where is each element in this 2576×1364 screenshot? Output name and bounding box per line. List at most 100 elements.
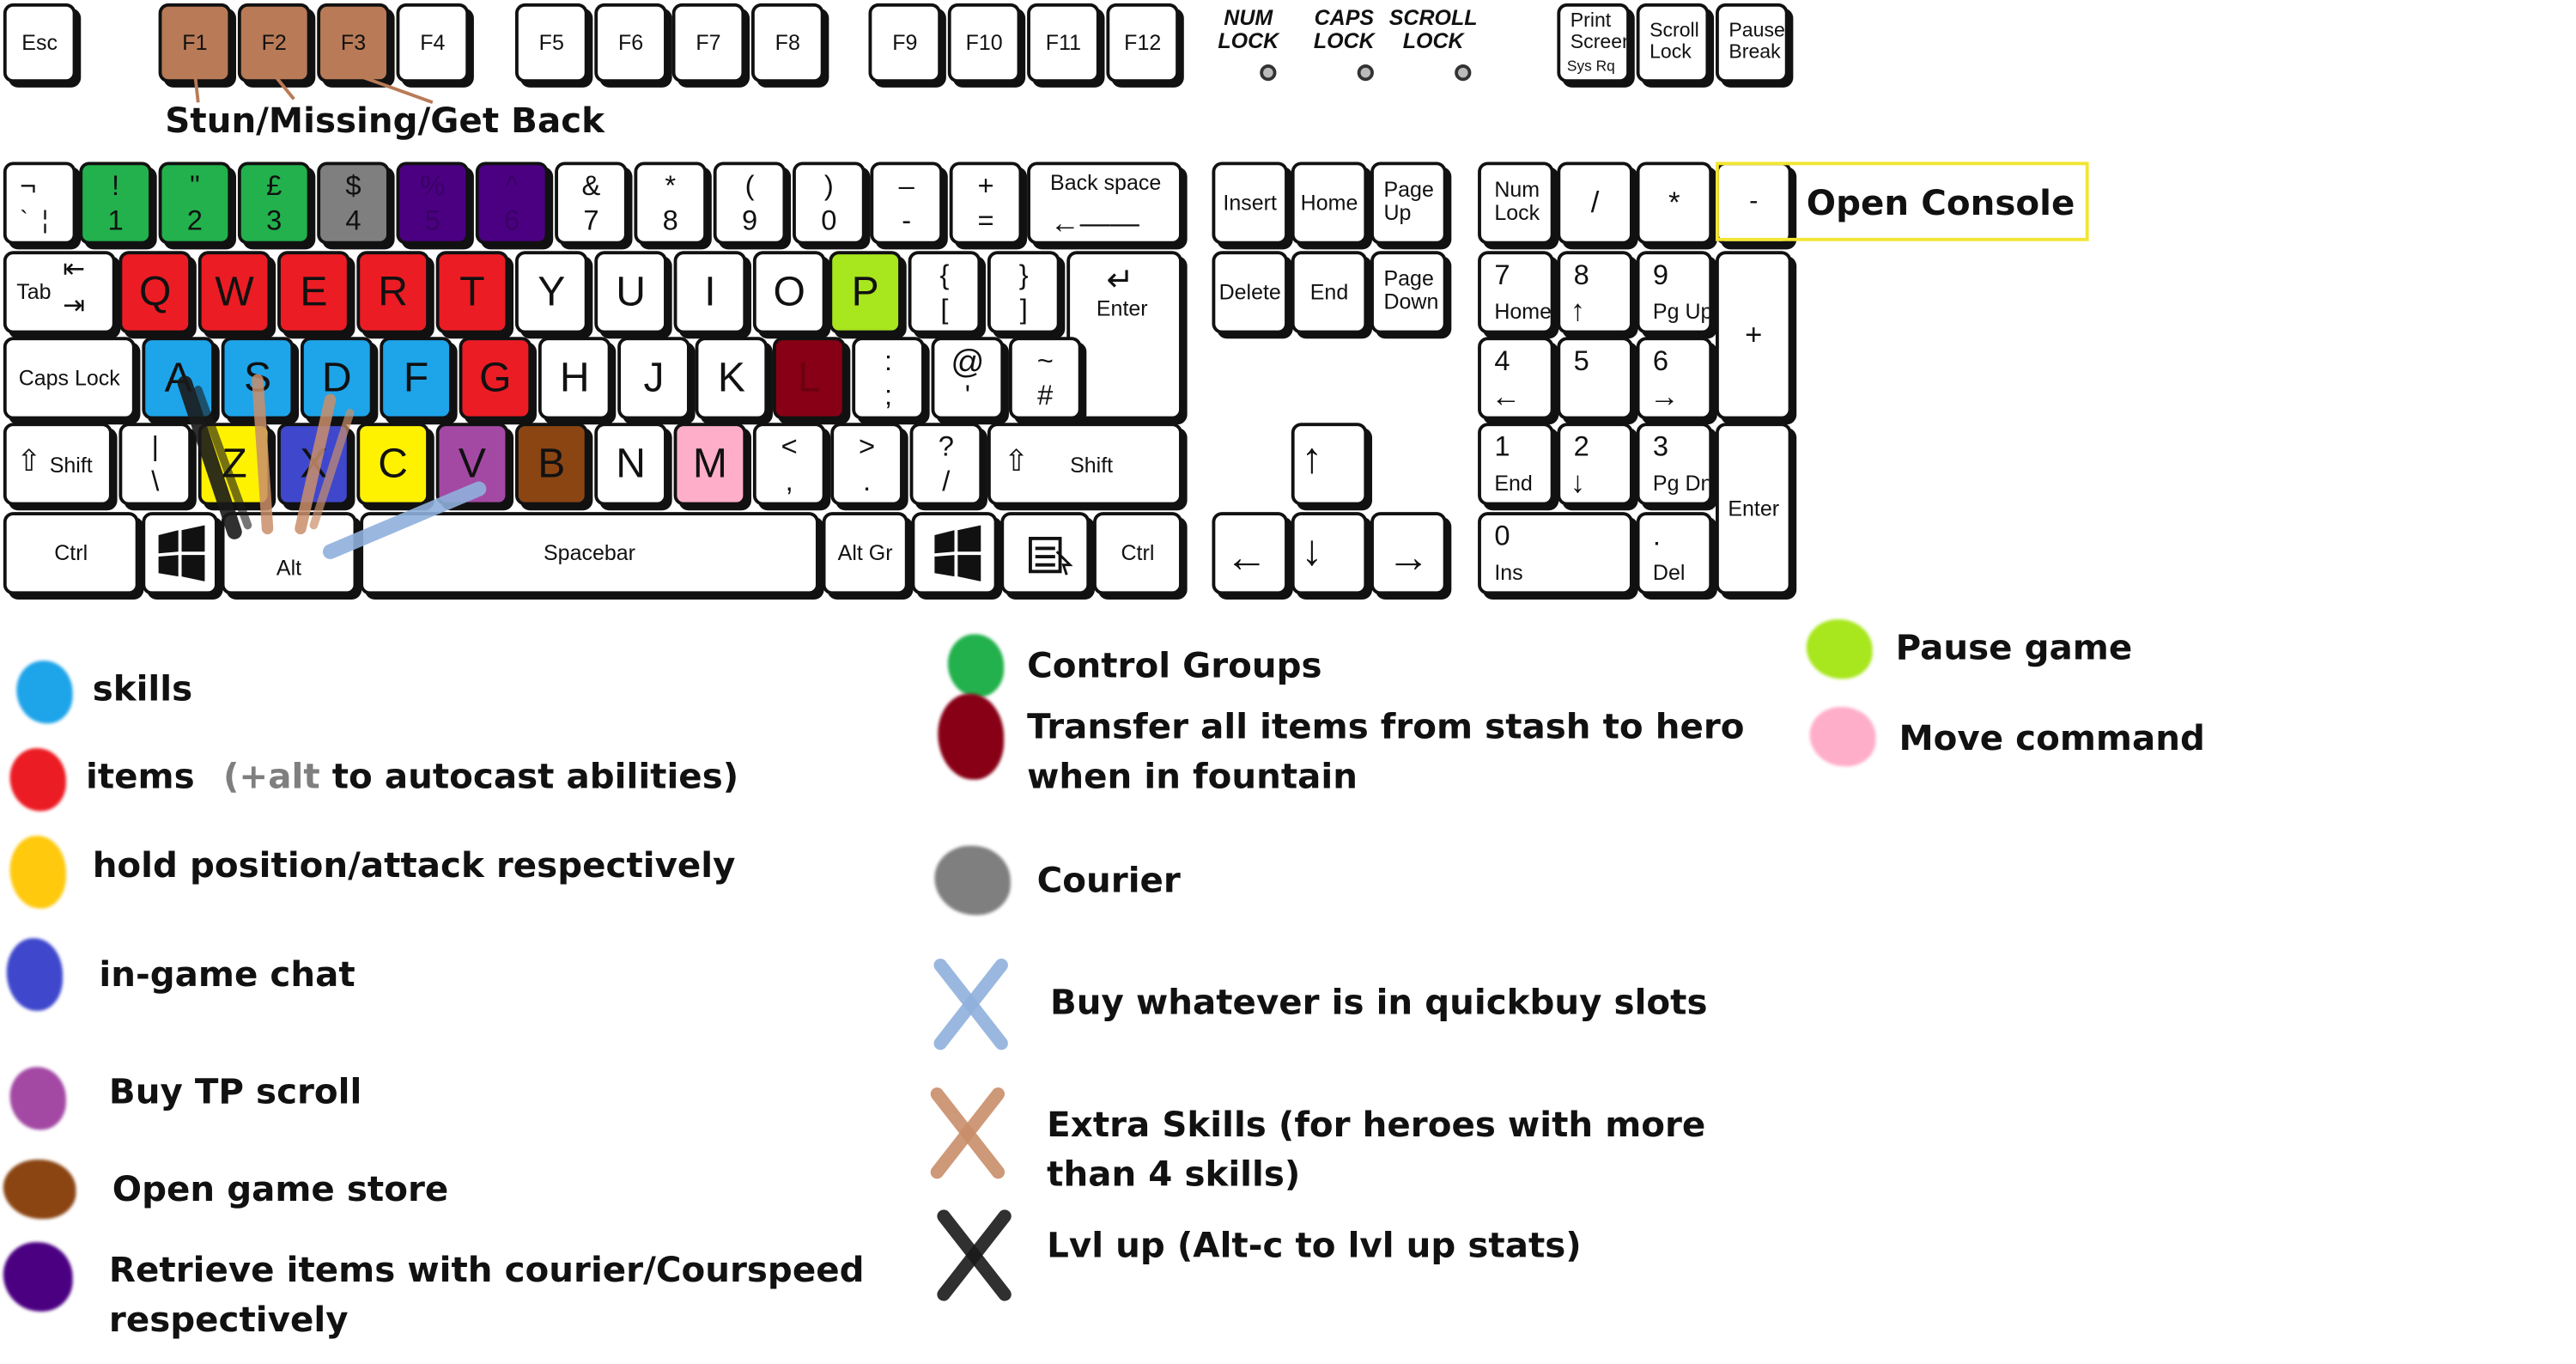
key-label: 8 (662, 204, 678, 237)
key-left-windows (142, 512, 218, 595)
key-label: A (164, 355, 192, 402)
key-label: 2 (186, 204, 204, 237)
key-shift-label: < (781, 430, 798, 463)
key-arrow-left: ← (1212, 512, 1288, 595)
num-lock-led (1260, 64, 1277, 82)
key-9: (9 (713, 161, 787, 245)
key-label: = (977, 204, 994, 237)
legend-swatch-chat (6, 938, 64, 1011)
legend-label-move: Move command (1899, 718, 2205, 758)
key-f12: F12 (1106, 3, 1180, 83)
key-label: / (1590, 186, 1600, 219)
key-numpad-4: 4← (1478, 337, 1554, 420)
legend-swatch-pause (1806, 619, 1873, 679)
legend-swatch-store (3, 1159, 76, 1220)
key-home: Home (1291, 161, 1368, 245)
legend-label-items: items (+alt to autocast abilities) (86, 752, 738, 802)
key-right-ctrl: Ctrl (1093, 512, 1182, 595)
key-label: P (851, 269, 879, 316)
key-5: %5 (396, 161, 470, 245)
legend-swatch-move (1809, 707, 1876, 767)
shift-arrow-icon: ⇧ (1004, 444, 1030, 478)
legend-label-transfer: Transfer all items from stash to hero wh… (1027, 707, 1745, 797)
key-label: Pause Break (1728, 18, 1785, 63)
key-d: D (300, 337, 374, 420)
key-6: ^6 (475, 161, 549, 245)
legend-label-lvlup: Lvl up (Alt-c to lvl up stats) (1047, 1225, 1582, 1266)
key-q: Q (118, 251, 192, 334)
legend-mark-quickbuy (921, 954, 1020, 1053)
legend-label-courier: Courier (1036, 860, 1181, 901)
legend-swatch-courier (934, 845, 1011, 916)
key-shift-label: ^ (505, 170, 519, 202)
key-label: E (300, 269, 328, 316)
key-label: Ctrl (1121, 540, 1155, 566)
key-shift-label: £ (266, 170, 283, 202)
key-i: I (673, 251, 747, 334)
key-f8: F8 (750, 3, 824, 83)
key-left-brace: {[ (908, 251, 981, 334)
key-n: N (594, 423, 667, 506)
annotation-open-console: Open Console (1806, 183, 2075, 223)
key-numpad-multiply: * (1636, 161, 1713, 245)
key-numpad-5: 5 (1557, 337, 1633, 420)
key-label: M (692, 441, 727, 488)
key-equals: += (949, 161, 1023, 245)
key-label: F2 (261, 29, 287, 55)
key-shift-label: ( (744, 170, 755, 202)
key-label: # (1037, 380, 1054, 412)
key-label: 7 (1494, 259, 1510, 291)
open-console-highlight (1715, 161, 2089, 241)
key-print-screen: Print Screen Sys Rq (1557, 3, 1631, 83)
key-label: F8 (775, 29, 800, 55)
key-sublabel: End (1494, 471, 1533, 496)
key-backtick: ¬ ` ¦ (3, 161, 76, 245)
right-arrow-icon: → (1387, 532, 1431, 582)
key-f11: F11 (1027, 3, 1100, 83)
key-label: 4 (345, 204, 361, 237)
key-t: T (435, 251, 509, 334)
down-arrow-icon: ↓ (1570, 466, 1586, 499)
key-numpad-divide: / (1557, 161, 1633, 245)
key-r: R (356, 251, 429, 334)
key-label: 7 (583, 204, 599, 237)
tab-back-arrow-icon: ⇤ (63, 256, 85, 284)
key-z: Z (197, 423, 271, 506)
context-menu-icon (1029, 536, 1073, 575)
key-label: / (942, 466, 951, 498)
key-label: F6 (617, 29, 644, 55)
key-h: H (538, 337, 611, 420)
key-label: 9 (741, 204, 758, 237)
key-label: Page Down (1383, 265, 1439, 314)
key-shift-label: ) (823, 170, 834, 202)
key-label: N (616, 441, 646, 488)
key-right-brace: }] (987, 251, 1060, 334)
key-label: 6 (1652, 344, 1669, 377)
legend-label-control-groups: Control Groups (1027, 645, 1322, 686)
legend-label-tp: Buy TP scroll (108, 1072, 362, 1112)
key-label: I (704, 269, 716, 316)
key-right-windows (911, 512, 998, 595)
left-arrow-icon: ←—— (1050, 206, 1139, 240)
legend-swatch-retrieve (3, 1242, 73, 1312)
key-backslash: |\ (118, 423, 192, 506)
key-f5: F5 (514, 3, 588, 83)
key-label: Alt Gr (837, 540, 893, 566)
key-enter: ↵ Enter (1066, 251, 1182, 420)
key-label: Num Lock (1494, 176, 1540, 224)
scroll-lock-led (1455, 64, 1472, 82)
key-label: F (403, 355, 429, 402)
key-label: F5 (538, 29, 564, 55)
key-caps-lock: Caps Lock (3, 337, 136, 420)
key-label: X (300, 441, 328, 488)
key-insert: Insert (1212, 161, 1288, 245)
legend-swatch-control-groups (947, 634, 1005, 697)
key-s: S (221, 337, 295, 420)
key-page-down: Page Down (1370, 251, 1447, 334)
key-label: 4 (1494, 344, 1510, 377)
key-4: $4 (317, 161, 390, 245)
key-2: "2 (158, 161, 232, 245)
key-label: 0 (1494, 520, 1510, 552)
